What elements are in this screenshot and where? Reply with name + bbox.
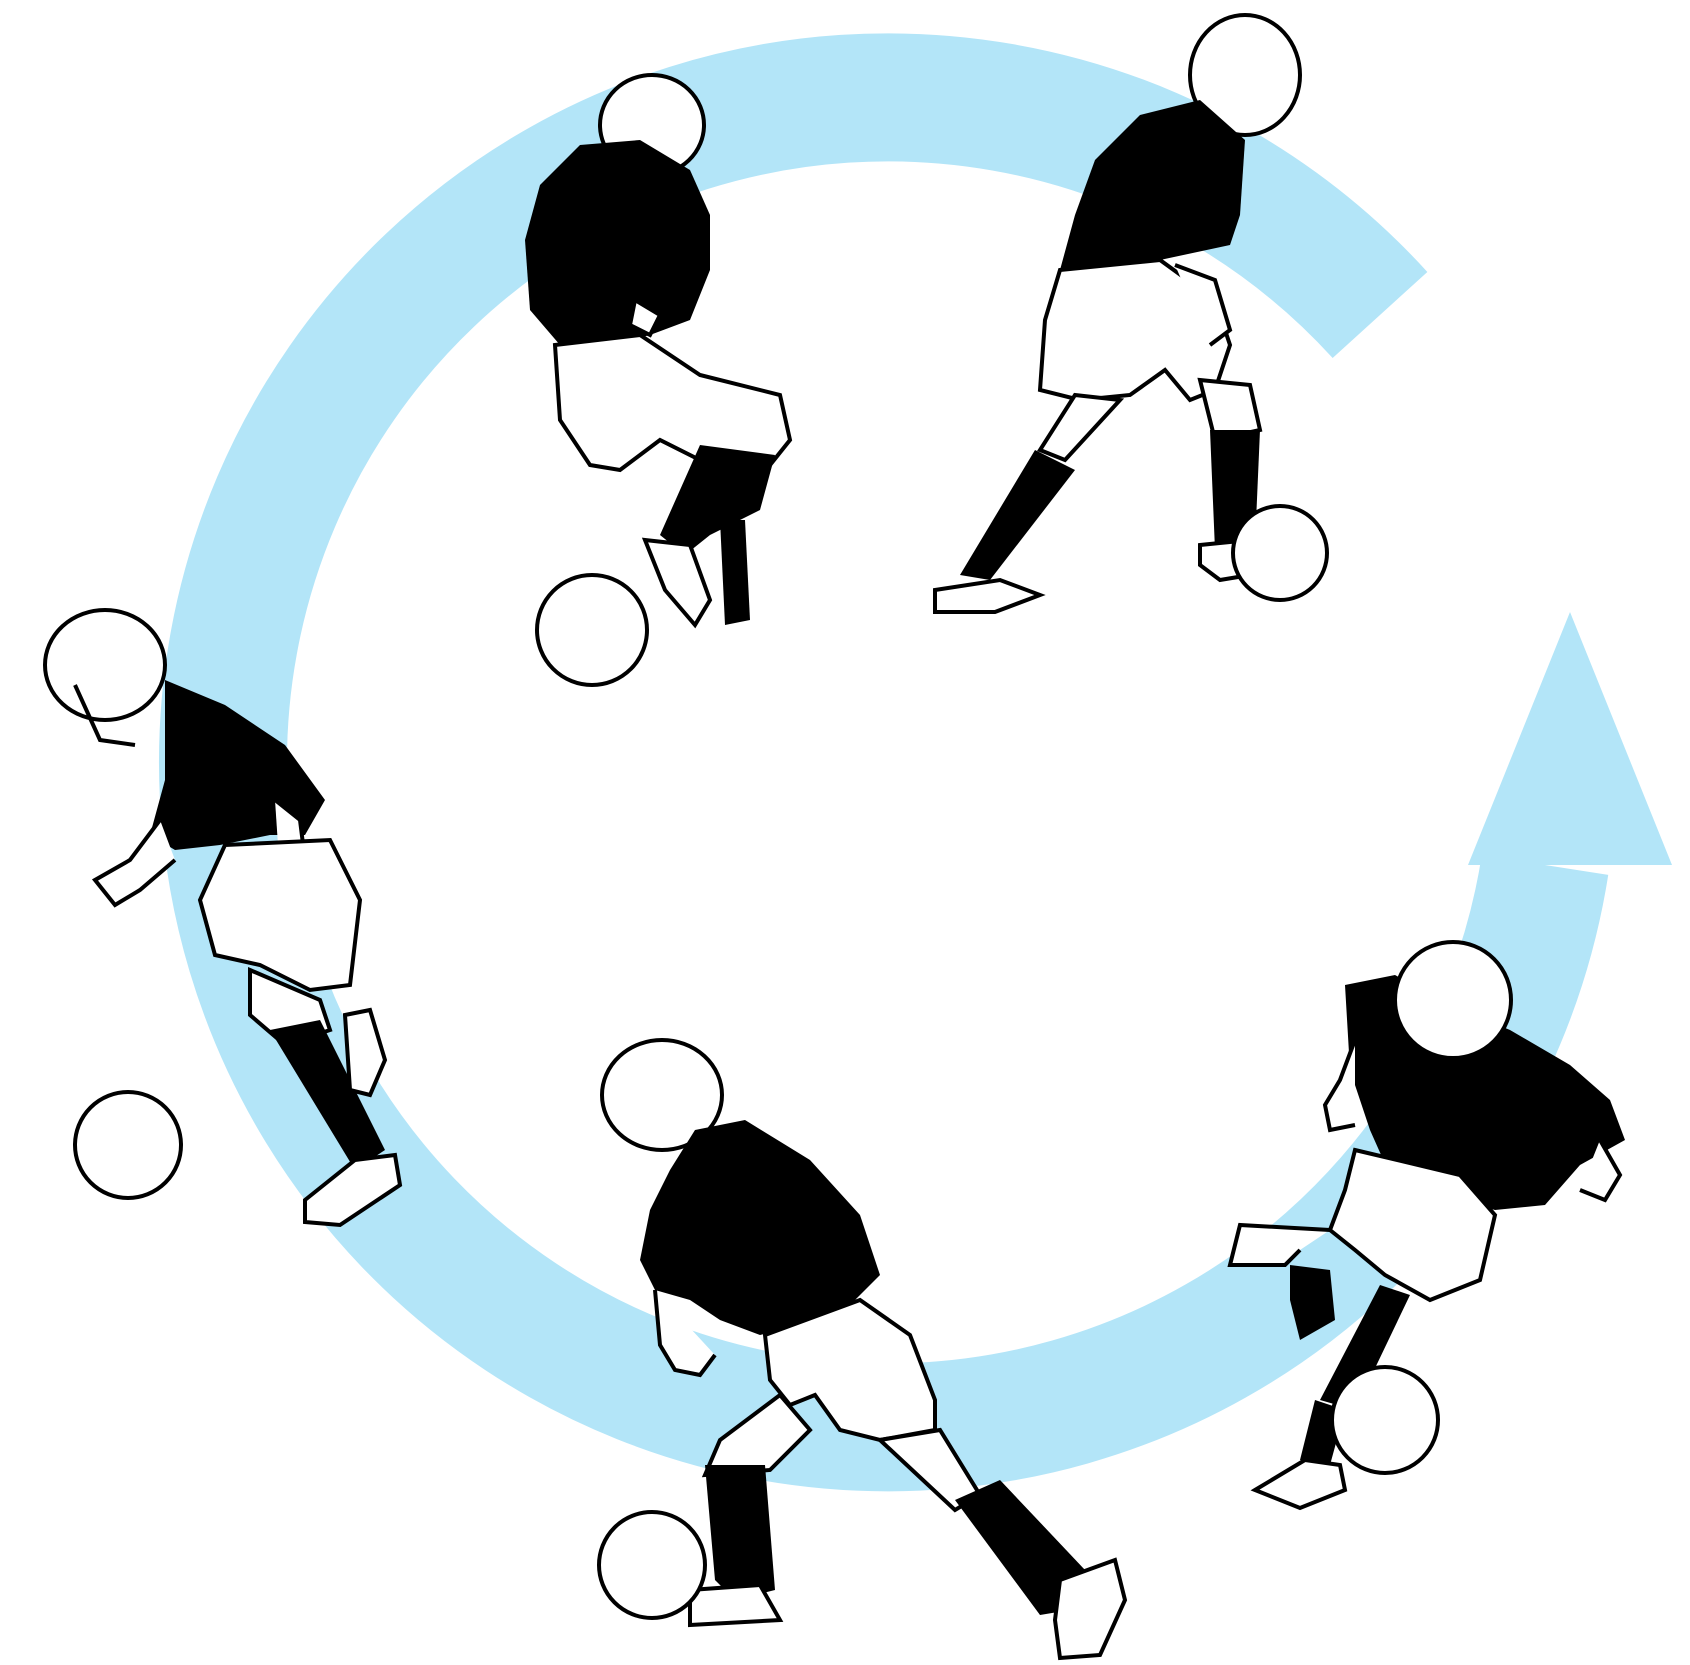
player-jersey	[1060, 100, 1245, 270]
player-head	[1188, 13, 1302, 137]
player-shoe	[303, 1152, 403, 1228]
player-jersey	[525, 140, 710, 345]
player-head	[600, 1038, 724, 1152]
player-arm	[627, 296, 663, 338]
player-sock	[1290, 1265, 1335, 1340]
player-shoe	[641, 537, 713, 629]
player-shoe	[1250, 1457, 1348, 1511]
player-figure-step-2	[600, 1038, 1128, 1661]
player-jersey	[640, 1120, 880, 1335]
player-sock	[720, 520, 750, 625]
player-shorts	[552, 332, 793, 473]
player-shoe	[933, 577, 1046, 614]
player-sock	[705, 1465, 775, 1600]
player-shorts	[1327, 1147, 1498, 1303]
player-sock	[955, 1480, 1085, 1615]
soccer-ball-icon	[1231, 504, 1329, 602]
player-figure-step-5	[933, 13, 1302, 614]
player-shoe	[342, 1007, 388, 1098]
player-arm	[653, 1289, 717, 1378]
player-arm	[1174, 263, 1233, 347]
player-shorts	[197, 837, 363, 993]
player-head	[43, 608, 167, 722]
player-shoe	[688, 1582, 784, 1628]
player-figure-step-4	[525, 73, 793, 629]
player-arm	[91, 818, 177, 908]
player-figure-step-3	[43, 608, 403, 1228]
player-arm	[1322, 1039, 1357, 1133]
soccer-ball-icon	[535, 573, 649, 687]
player-sock	[660, 445, 775, 555]
player-sock	[960, 450, 1075, 580]
player-face	[73, 684, 136, 747]
player-sock	[1320, 1285, 1410, 1410]
player-figure-step-1	[1227, 940, 1625, 1511]
cycle-arrowhead-icon	[1468, 612, 1672, 865]
player-sock	[270, 1020, 385, 1170]
player-leg	[1037, 392, 1125, 463]
player-head	[1393, 940, 1513, 1060]
player-arm	[1579, 1139, 1623, 1203]
soccer-ball-icon	[73, 1090, 183, 1200]
soccer-ball-icon	[597, 1510, 707, 1620]
soccer-ball-icon	[1330, 1365, 1440, 1475]
player-shoe	[1052, 1557, 1128, 1661]
player-leg	[1227, 1222, 1331, 1267]
